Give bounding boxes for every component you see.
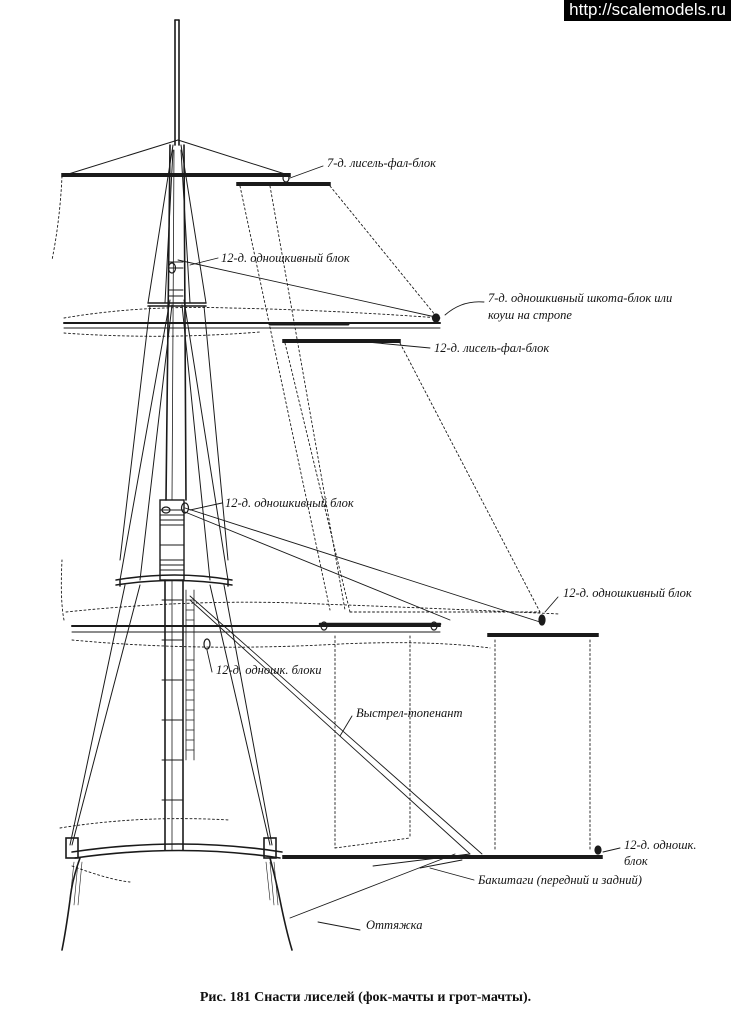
label-sheet-block-line1: 7-д. одношкивный шкота-блок или — [488, 291, 673, 305]
watermark: http://scalemodels.ru — [564, 0, 731, 21]
shrouds — [61, 139, 286, 846]
yards — [61, 173, 603, 859]
label-guy: Оттяжка — [366, 918, 423, 932]
label-single-block-lower: 12-д. одношкивный блок — [563, 586, 692, 600]
label-sheet-block-line2: коуш на стропе — [488, 308, 572, 322]
hull-hatching — [69, 861, 279, 906]
mast-bands — [159, 261, 185, 801]
hull — [61, 837, 293, 951]
label-single-block-boom-line1: 12-д. одношк. — [624, 838, 697, 852]
label-single-block-boom-line2: блок — [624, 854, 648, 868]
tops — [115, 302, 233, 587]
label-backstays: Бакштаги (передний и задний) — [478, 873, 642, 887]
figure-caption: Рис. 181 Снасти лиселей (фок-мачты и гро… — [199, 990, 532, 1005]
running-rigging — [177, 259, 541, 919]
ratlines — [185, 589, 195, 761]
label-topmast-halyard-block: 12-д. лисель-фал-блок — [434, 341, 550, 355]
studding-sails-dotted — [51, 175, 591, 883]
label-boom-topping-lift: Выстрел-топенант — [356, 706, 463, 720]
blocks — [161, 173, 602, 855]
label-single-block-upper: 12-д. одношкивный блок — [221, 251, 350, 265]
label-single-blocks: 12-д. одношк. блоки — [216, 663, 322, 677]
label-topgallant-halyard-block: 7-д. лисель-фал-блок — [327, 156, 437, 170]
label-single-block-middle: 12-д. одношкивный блок — [225, 496, 354, 510]
leader-lines — [189, 165, 621, 931]
